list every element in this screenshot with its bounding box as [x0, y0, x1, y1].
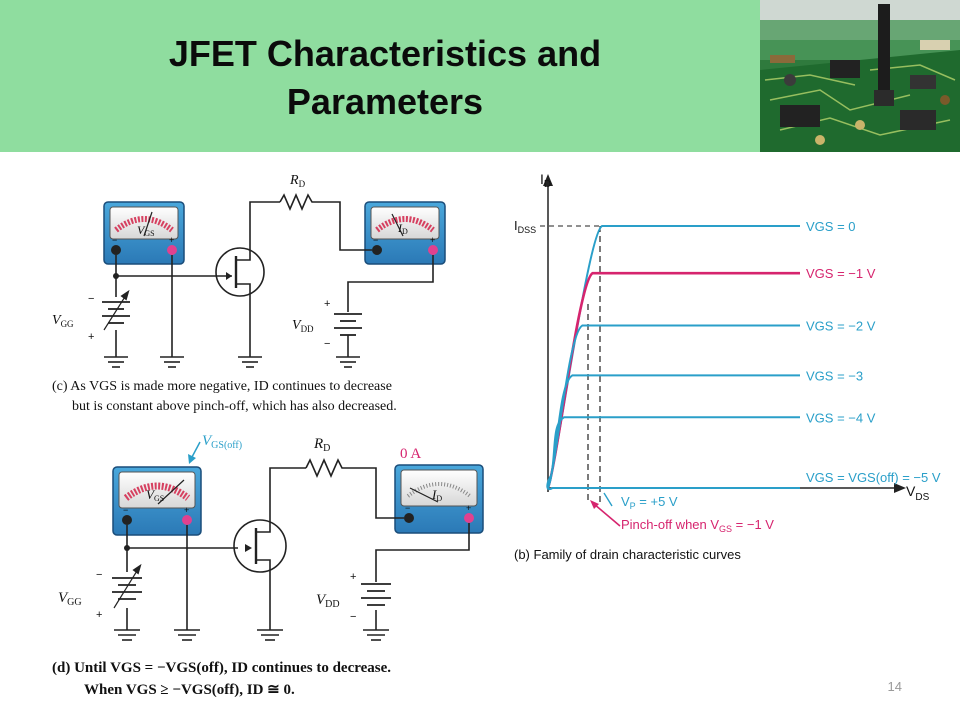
- curve-label-2: VGS = −2 V: [806, 319, 876, 334]
- x-axis-label: VDS: [906, 483, 930, 503]
- curve-4: [547, 416, 800, 489]
- vgs-off-label: VGS(off): [202, 433, 242, 451]
- svg-text:−: −: [96, 569, 102, 581]
- title-line-2: Parameters: [286, 81, 484, 122]
- svg-text:+: +: [324, 298, 330, 310]
- svg-text:+: +: [169, 235, 174, 245]
- title-line-1: JFET Characteristics and: [168, 33, 602, 74]
- svg-text:+: +: [96, 609, 102, 621]
- idss-label: IDSS: [514, 218, 536, 235]
- svg-text:−: −: [123, 505, 128, 515]
- svg-text:−: −: [373, 235, 378, 245]
- curve-3: [547, 374, 800, 489]
- vgg-battery-d: [112, 563, 142, 609]
- caption-d-line2: When VGS ≥ −VGS(off), ID ≅ 0.: [84, 682, 295, 698]
- vgg-battery-c: [102, 289, 130, 331]
- caption-d-line1: (d) Until VGS = −VGS(off), ID continues …: [52, 660, 391, 676]
- page-number: 14: [887, 679, 902, 694]
- vdd-battery-d: [361, 583, 391, 606]
- svg-text:+: +: [466, 503, 471, 513]
- vgs-meter-d: VGS − +: [112, 466, 202, 536]
- svg-text:+: +: [430, 235, 435, 245]
- svg-text:ID: ID: [431, 487, 442, 503]
- svg-text:−: −: [112, 235, 117, 245]
- curve-group: VGS = 0 VGS = −1 V VGS = −2 V VGS = −3 VGS =…: [546, 219, 941, 491]
- vp-label: VP = +5 V: [621, 494, 678, 511]
- curve-1: [546, 271, 800, 489]
- id-meter-d: ID − +: [394, 464, 484, 534]
- caption-c-line1: (c) As VGS is made more negative, ID con…: [52, 379, 392, 394]
- zero-amp-reading: 0 A: [400, 446, 421, 462]
- circuit-board-photo: [760, 0, 960, 152]
- id-meter-c: ID − +: [364, 201, 446, 265]
- circuit-d: VGS − + VGS(off) ID − + 0 A: [52, 433, 484, 698]
- vgg-label-c: VGG: [52, 313, 74, 329]
- jfet-diagram: VGS − + ID − +: [52, 171, 941, 698]
- graph-caption: (b) Family of drain characteristic curve…: [514, 547, 741, 562]
- svg-text:+: +: [350, 571, 356, 583]
- svg-text:−: −: [324, 338, 330, 350]
- svg-text:−: −: [405, 503, 410, 513]
- vgs-meter-c: VGS − +: [103, 201, 185, 265]
- y-axis-label: ID: [540, 171, 551, 190]
- curve-label-0: VGS = 0: [806, 219, 856, 234]
- vdd-label-d: VDD: [316, 592, 340, 610]
- vdd-label-c: VDD: [292, 318, 314, 334]
- caption-c-line2: but is constant above pinch-off, which h…: [72, 399, 397, 414]
- vgg-label-d: VGG: [58, 590, 82, 608]
- svg-text:ID: ID: [397, 221, 408, 236]
- curve-label-3: VGS = −3: [806, 368, 863, 383]
- curve-label-1: VGS = −1 V: [806, 266, 876, 281]
- curve-label-5: VGS = VGS(off) = −5 V: [806, 470, 941, 485]
- title-banner: JFET Characteristics and Parameters: [0, 0, 760, 152]
- pinchoff-label: Pinch-off when VGS = −1 V: [621, 517, 774, 534]
- svg-text:+: +: [88, 331, 94, 343]
- vdd-battery-c: [334, 313, 362, 336]
- svg-text:+: +: [184, 505, 189, 515]
- jfet-symbol-c: [215, 247, 265, 297]
- svg-text:−: −: [350, 611, 356, 623]
- jfet-symbol-d: [233, 519, 287, 573]
- rd-label-c: RD: [289, 173, 306, 189]
- curve-2: [547, 324, 800, 489]
- curve-label-4: VGS = −4 V: [806, 410, 876, 425]
- curve-5: [546, 475, 800, 491]
- slide-title: JFET Characteristics and Parameters: [90, 30, 680, 126]
- rd-label-d: RD: [313, 436, 330, 454]
- circuit-c: VGS − + ID − +: [52, 173, 446, 414]
- curve-0: [547, 225, 800, 489]
- svg-text:−: −: [88, 293, 94, 305]
